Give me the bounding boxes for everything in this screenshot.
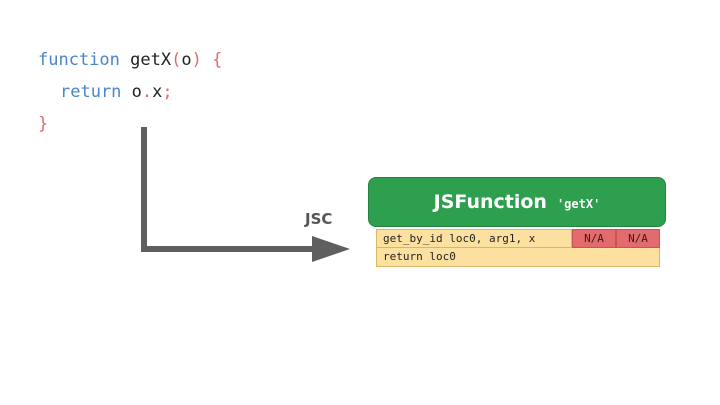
semicolon: ;: [162, 82, 173, 102]
bytecode-row: get_by_id loc0, arg1, x N/A N/A: [376, 229, 660, 248]
code-line-1: function getX(o) {: [38, 44, 222, 76]
close-paren: ): [191, 50, 202, 70]
arrow-head: [312, 236, 350, 262]
inline-cache-slot: N/A: [616, 229, 660, 248]
jsfunction-box: JSFunction 'getX': [368, 177, 666, 227]
function-name: getX: [130, 50, 172, 70]
expr-object: o: [131, 82, 142, 102]
close-brace: }: [38, 114, 49, 134]
param-name: o: [181, 50, 192, 70]
code-line-2: return o.x;: [38, 76, 222, 108]
keyword-return: return: [60, 82, 122, 102]
inline-cache-slot: N/A: [572, 229, 616, 248]
source-code: function getX(o) { return o.x; }: [38, 44, 222, 140]
code-line-3: }: [38, 108, 222, 140]
expr-property: x: [152, 82, 163, 102]
dot-operator: .: [141, 82, 153, 102]
bytecode-row: return loc0: [376, 248, 660, 267]
keyword-function: function: [38, 50, 120, 70]
bytecode-table: get_by_id loc0, arg1, x N/A N/A return l…: [376, 229, 660, 267]
bytecode-instruction: get_by_id loc0, arg1, x: [376, 229, 572, 248]
open-brace: {: [212, 50, 223, 70]
jsfunction-name: 'getX': [556, 197, 601, 211]
arrow-shaft: [141, 127, 318, 252]
jsfunction-title: JSFunction: [433, 191, 547, 213]
arrow-label: JSC: [305, 210, 333, 228]
bytecode-instruction: return loc0: [376, 248, 660, 267]
open-paren: (: [171, 50, 182, 70]
